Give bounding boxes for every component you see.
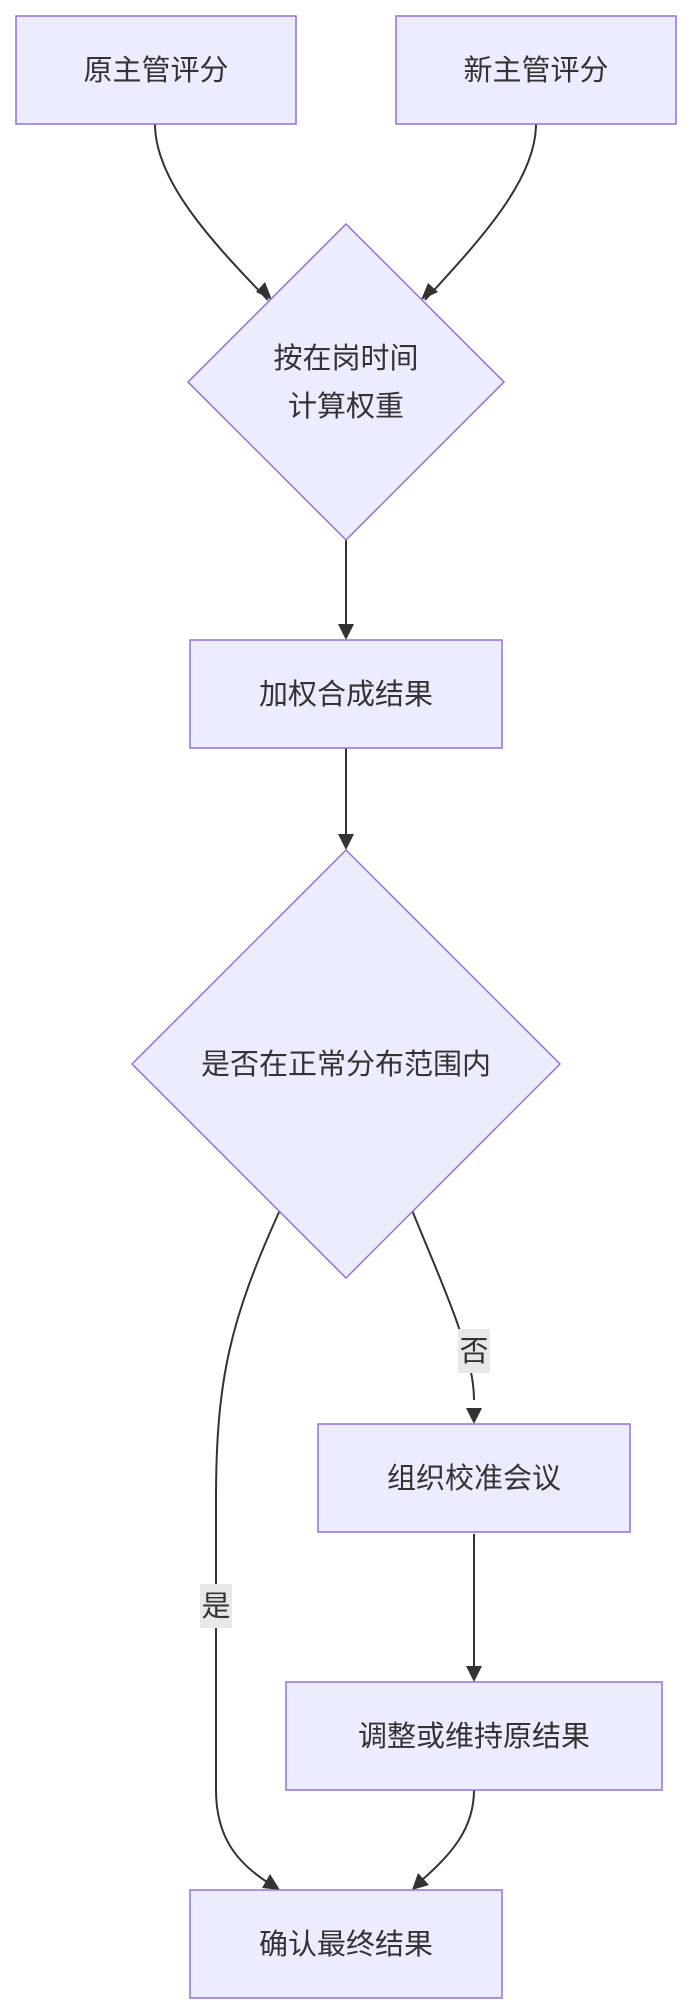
edge-label-yes: 是 <box>200 1584 232 1628</box>
node-weighted-result: 加权合成结果 <box>189 639 503 749</box>
edge-adjust-to-confirm <box>421 1789 475 1881</box>
arrowhead-adjust-to-confirm <box>412 1873 429 1890</box>
edge-decision-no <box>411 1209 475 1401</box>
node-within-normal-distribution-label: 是否在正常分布范围内 <box>201 1047 491 1081</box>
node-new-manager-score: 新主管评分 <box>395 15 677 125</box>
node-weighted-result-label: 加权合成结果 <box>259 677 433 711</box>
edge-original-to-weight <box>154 123 269 301</box>
node-weight-by-tenure-line2: 计算权重 <box>288 389 404 423</box>
node-within-normal-distribution: 是否在正常分布范围内 <box>130 848 562 1280</box>
arrowhead-decision-no <box>466 1408 482 1424</box>
arrowhead-merge-to-decision <box>338 834 354 850</box>
node-calibration-meeting: 组织校准会议 <box>317 1423 631 1533</box>
node-new-manager-score-label: 新主管评分 <box>463 53 608 87</box>
node-calibration-meeting-label: 组织校准会议 <box>387 1461 561 1495</box>
node-adjust-or-keep-label: 调整或维持原结果 <box>358 1719 590 1753</box>
edge-label-no: 否 <box>458 1329 490 1373</box>
edge-decision-yes <box>215 1209 281 1885</box>
edge-label-no-text: 否 <box>459 1334 488 1368</box>
arrowhead-decision-yes <box>262 1874 280 1890</box>
edge-label-yes-text: 是 <box>201 1589 230 1623</box>
node-confirm-final-result: 确认最终结果 <box>189 1889 503 1999</box>
node-adjust-or-keep: 调整或维持原结果 <box>285 1681 663 1791</box>
arrowhead-original-to-weight <box>256 282 272 300</box>
node-original-manager-score-label: 原主管评分 <box>83 53 228 87</box>
arrowhead-calibration-to-adjust <box>466 1666 482 1682</box>
edge-new-to-weight <box>424 123 537 301</box>
node-weight-by-tenure-line1: 按在岗时间 <box>273 341 418 375</box>
node-confirm-final-result-label: 确认最终结果 <box>259 1927 433 1961</box>
arrowhead-weight-to-merge <box>338 624 354 640</box>
arrowhead-new-to-weight <box>421 283 438 300</box>
node-original-manager-score: 原主管评分 <box>15 15 297 125</box>
node-weight-by-tenure: 按在岗时间 计算权重 <box>186 222 506 542</box>
